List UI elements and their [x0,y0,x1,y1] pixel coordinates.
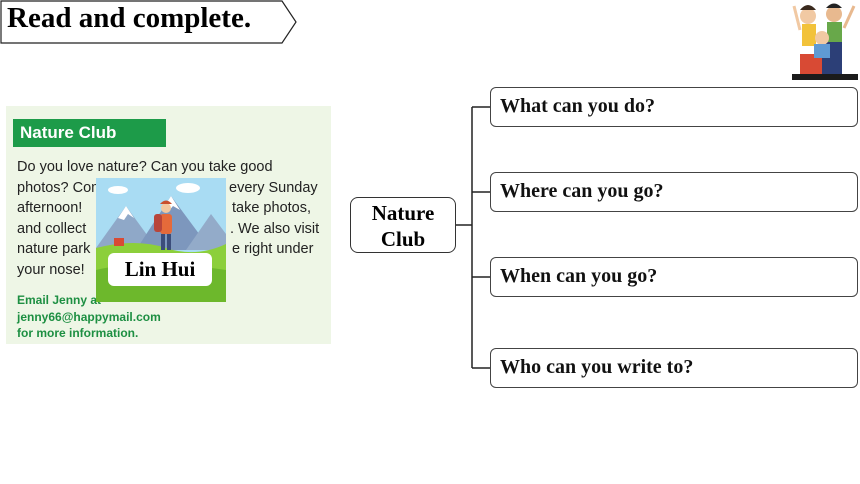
poster-line-row: afternoon! take photos, [17,198,327,219]
poster-line-right: take photos, [232,200,311,216]
title-tag-outline [0,0,297,44]
email-address: jenny66@happymail.com [17,309,161,324]
poster-email-info: Email Jenny at jenny66@happymail.com for… [17,292,317,342]
poster-line-right: . We also visit [230,220,320,237]
page-title: Read and complete. [7,2,252,34]
kids-cheering-illustration [792,0,858,80]
center-line: Club [380,227,426,251]
poster-line-row: nature park e right under [17,239,327,260]
poster-line-row: photos? Come every Sunday [17,178,327,199]
poster-line: your nose! [17,261,85,278]
question-box-who[interactable]: Who can you write to? [490,348,858,388]
poster-line: nature park [17,241,91,257]
email-line: for more information. [17,326,139,340]
mindmap-center-node: Nature Club [350,197,456,253]
poster-line: afternoon! [17,200,83,216]
poster-line-right: e right under [232,241,314,257]
question-box-when[interactable]: When can you go? [490,257,858,297]
poster-header: Nature Club [13,119,166,147]
poster-body: Do you love nature? Can you take good ph… [17,157,327,280]
page-title-tag: Read and complete. [0,0,298,44]
poster-line: photos? Come [17,179,112,196]
poster-line-right: every Sunday [229,179,318,196]
question-box-where[interactable]: Where can you go? [490,172,858,212]
email-line: Email Jenny at [17,293,102,307]
poster-line-row: and collect . We also visit [17,219,327,240]
poster-line: and collect [17,220,87,237]
lin-hui-card: Lin Hui [96,178,226,302]
question-box-do[interactable]: What can you do? [490,87,858,127]
poster-line: Do you love nature? Can you take good [17,159,273,175]
center-line: Nature [371,201,435,225]
lin-hui-name: Lin Hui [108,253,212,286]
